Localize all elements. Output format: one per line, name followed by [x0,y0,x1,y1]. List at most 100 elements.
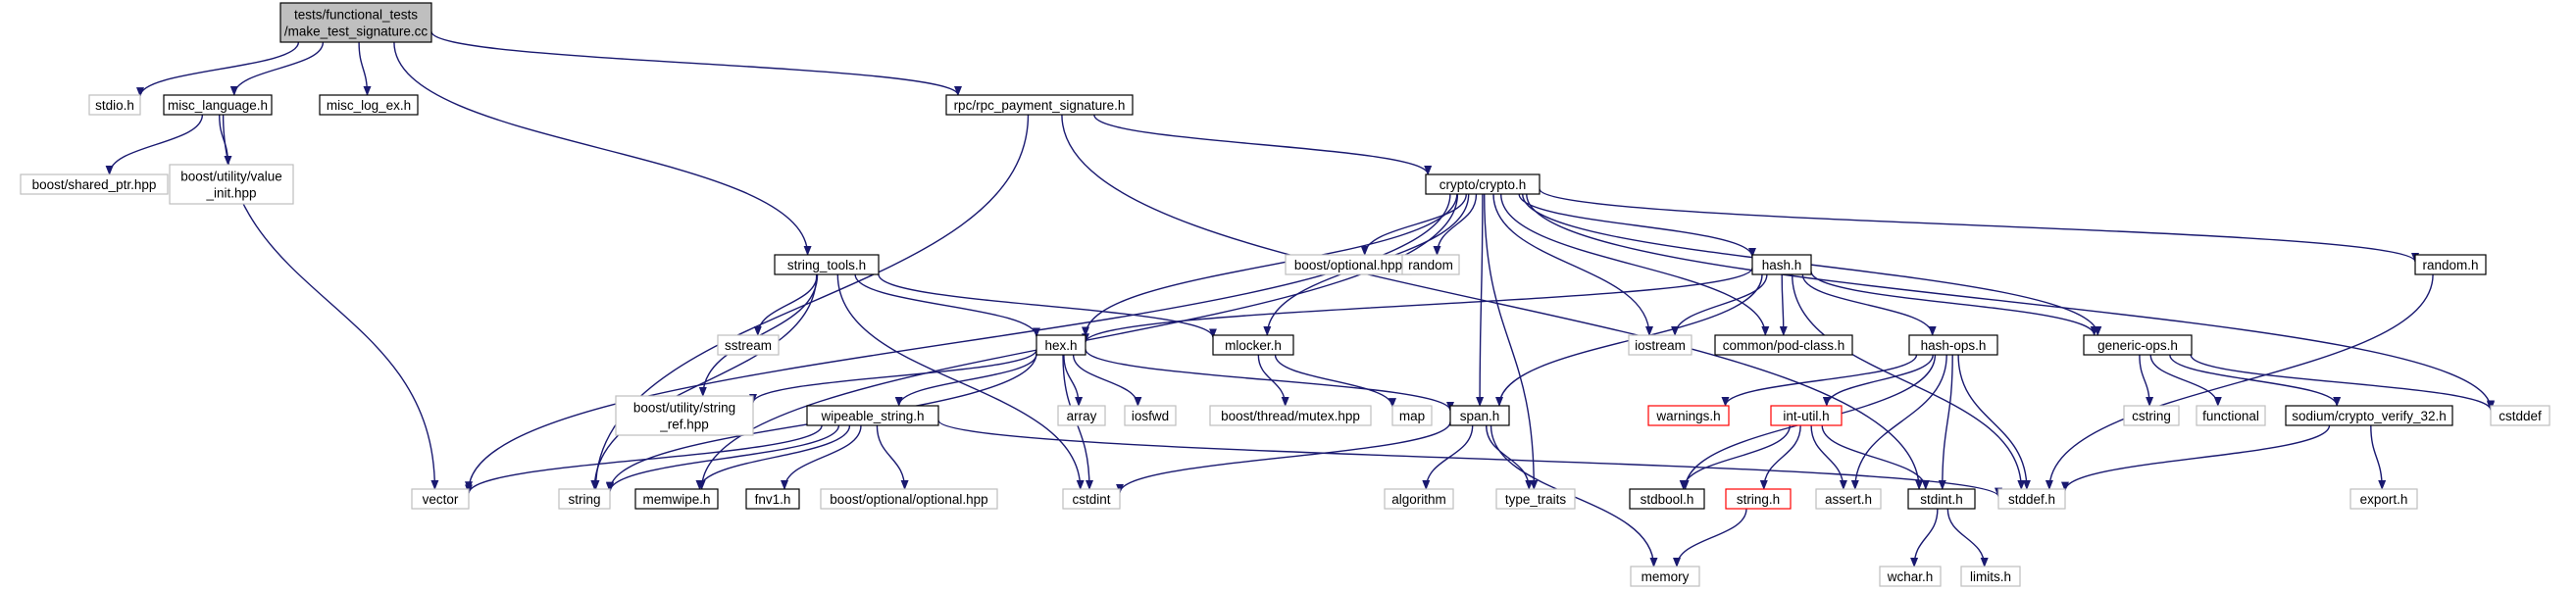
edge-hash_h-to-hash_ops_h [1801,273,1937,336]
node-stdint_h[interactable]: stdint.h [1907,488,1976,510]
edge-root-to-misc_log_ex_h [358,41,372,96]
edge-wipeable_string_h-to-stddef_h [937,419,2002,498]
node-box [1035,334,1086,356]
node-stddef_h: stddef.h [1997,488,2066,510]
node-label: memory [1642,569,1690,584]
node-box [1384,488,1454,510]
node-box [1908,334,1998,356]
node-label: hash.h [1762,258,1802,272]
node-label: limits.h [1970,569,2011,584]
node-sstream: sstream [717,334,780,356]
node-box [1062,488,1121,510]
node-label: boost/optional.hpp [1294,258,1402,272]
node-string_h: string.h [1725,488,1792,510]
edge-hex_h-to-wipeable_string_h [894,354,1037,407]
node-label: random.h [2422,258,2478,272]
edge-hash_ops_h-to-stddef_h [1957,354,2031,490]
node-label: common/pod-class.h [1723,338,1845,353]
node-label: boost/optional/optional.hpp [830,492,987,507]
node-box [615,395,754,436]
edge-hash_h-to-generic_ops_h [1810,271,2098,336]
node-box [411,488,470,510]
edge-hash_h-to-stddef_h [1792,273,2026,490]
node-misc_language_h[interactable]: misc_language.h [163,94,273,116]
node-memwipe_h[interactable]: memwipe.h [634,488,719,510]
node-box [2414,254,2487,275]
node-crypto_h[interactable]: crypto/crypto.h [1425,173,1541,195]
node-root[interactable]: tests/functional_tests/make_test_signatu… [279,2,432,43]
edge-int_util_h-to-stdint_h [1821,424,1930,490]
edge-root-to-stdio_h [136,41,300,98]
edge-hash_h-to-hex_h [1082,268,1753,344]
edge-crypto_h-to-boost_optional [1360,193,1467,256]
node-boost_mutex: boost/thread/mutex.hpp [1209,405,1372,426]
nodes-layer: tests/functional_tests/make_test_signatu… [20,2,2551,587]
edge-crypto_h-to-vector [465,193,1451,492]
node-box [1751,254,1812,275]
node-stdbool_h[interactable]: stdbool.h [1629,488,1705,510]
node-label: type_traits [1505,492,1567,507]
node-hash_h[interactable]: hash.h [1751,254,1812,275]
node-boost_shared_ptr: boost/shared_ptr.hpp [20,173,169,195]
edge-generic_ops_h-to-crypto_verify_h [2169,354,2342,407]
node-wchar_h: wchar.h [1879,566,1942,587]
node-box [2490,405,2551,426]
node-stdio_h: stdio.h [88,94,141,116]
node-box [1628,334,1692,356]
node-label: fnv1.h [755,492,791,507]
node-label: _ref.hpp [659,418,709,432]
node-box [1997,488,2066,510]
node-label: functional [2202,409,2259,423]
edge-crypto_h-to-random_h [1539,188,2419,263]
node-limits_h: limits.h [1960,566,2021,587]
node-random_h[interactable]: random.h [2414,254,2487,275]
node-box [2196,405,2266,426]
node-wipeable_string_h[interactable]: wipeable_string.h [806,405,939,426]
edge-mlocker_h-to-map [1274,354,1396,409]
node-int_util_h: int-util.h [1770,405,1843,426]
edge-rpc_payment_signature_h-to-crypto_h [1093,114,1433,175]
node-label: mlocker.h [1225,338,1282,353]
edge-crypto_h-to-type_traits [1484,193,1539,490]
node-box [1879,566,1942,587]
node-hex_h[interactable]: hex.h [1035,334,1086,356]
node-fnv1_h[interactable]: fnv1.h [745,488,800,510]
node-box [945,94,1134,116]
node-box [2123,405,2180,426]
node-label: hex.h [1044,338,1077,353]
node-pod_class_h[interactable]: common/pod-class.h [1714,334,1853,356]
node-string_tools_h[interactable]: string_tools.h [774,254,880,275]
node-label: stdio.h [95,98,134,113]
node-label: generic-ops.h [2097,338,2178,353]
node-mlocker_h[interactable]: mlocker.h [1212,334,1294,356]
node-box [2083,334,2193,356]
node-label: cstring [2132,409,2171,423]
edge-wipeable_string_h-to-fnv1_h [781,424,862,490]
edge-hash_ops_h-to-assert_h [1850,354,1947,490]
edge-wipeable_string_h-to-string [606,424,840,493]
node-label: stdbool.h [1641,492,1694,507]
edge-mlocker_h-to-boost_mutex [1257,354,1289,407]
node-boost_optional: boost/optional.hpp [1285,254,1412,275]
node-algorithm: algorithm [1384,488,1454,510]
node-rpc_payment_signature_h[interactable]: rpc/rpc_payment_signature.h [945,94,1134,116]
edge-root-to-misc_language_h [229,41,325,96]
node-generic_ops_h[interactable]: generic-ops.h [2083,334,2193,356]
node-label: assert.h [1825,492,1872,507]
node-hash_ops_h[interactable]: hash-ops.h [1908,334,1998,356]
edge-hex_h-to-span_h [1085,348,1454,412]
node-span_h[interactable]: span.h [1449,405,1510,426]
node-array: array [1057,405,1106,426]
node-label: string.h [1737,492,1780,507]
node-misc_log_ex_h[interactable]: misc_log_ex.h [319,94,419,116]
node-box [634,488,719,510]
edge-misc_language_h-to-boost_shared_ptr [105,114,204,175]
node-crypto_verify_h[interactable]: sodium/crypto_verify_32.h [2285,405,2453,426]
edge-string_tools_h-to-hex_h [854,273,1040,338]
node-label: stddef.h [2008,492,2055,507]
edge-hash_h-to-pod_class_h [1779,273,1788,336]
node-cstring: cstring [2123,405,2180,426]
node-box [1714,334,1853,356]
edge-crypto_h-to-random [1433,193,1478,256]
